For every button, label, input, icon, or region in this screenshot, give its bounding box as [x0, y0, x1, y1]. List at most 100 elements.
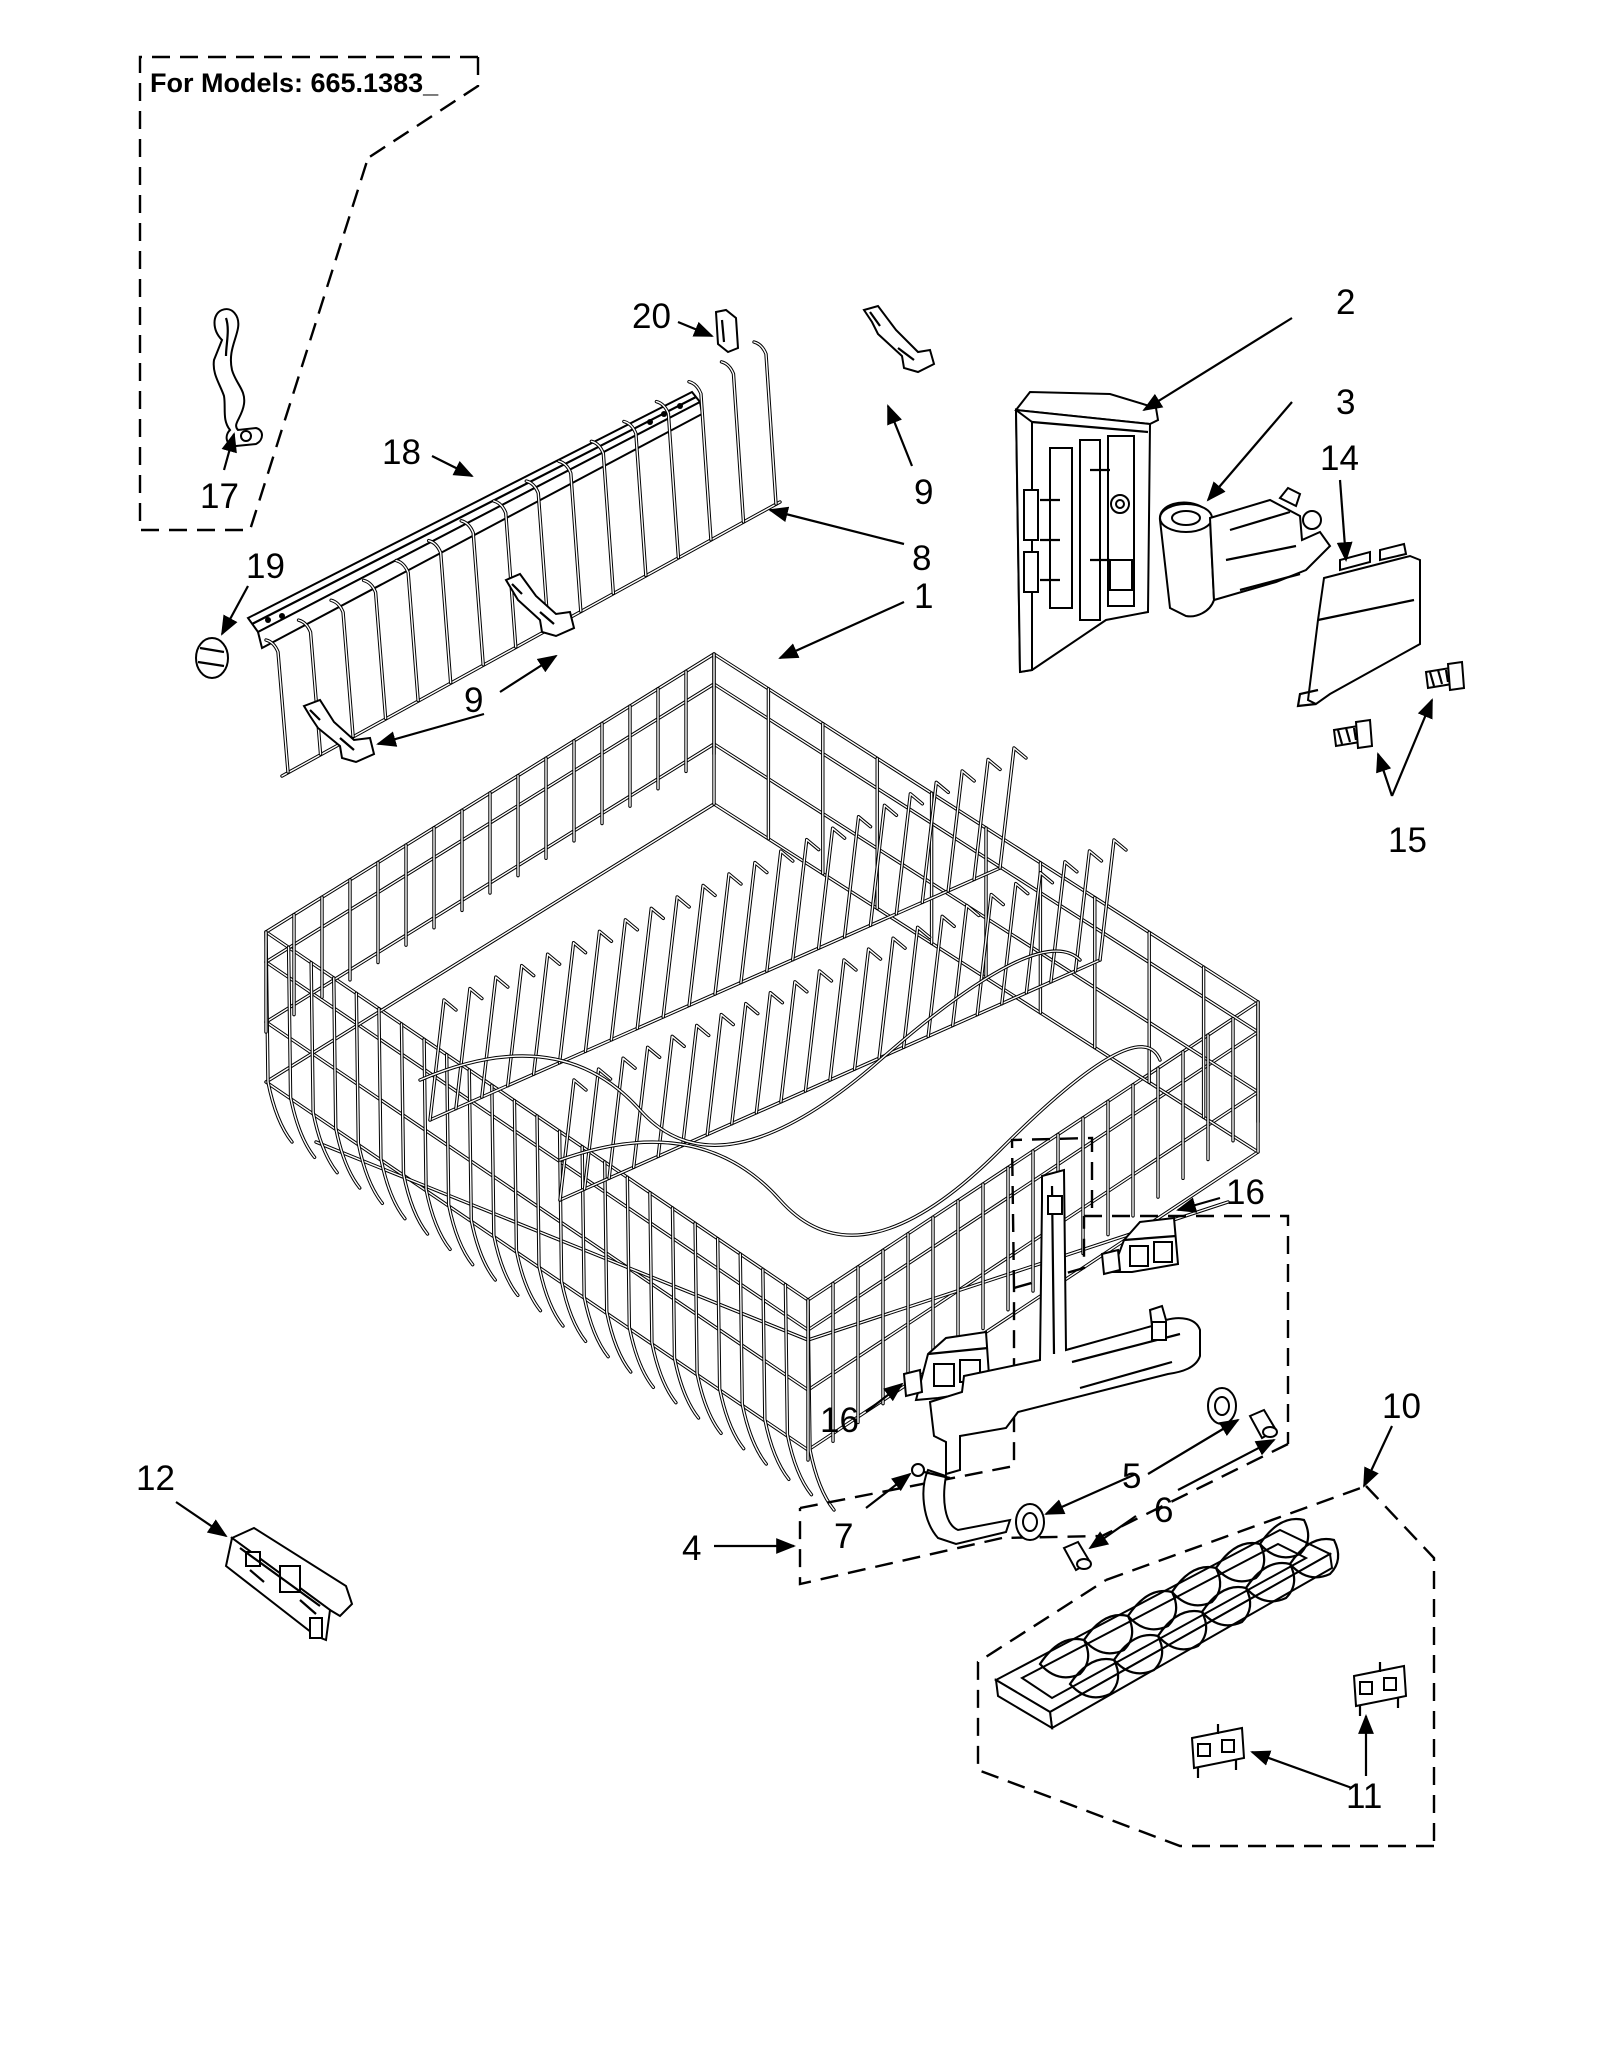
rack-tine: [607, 1056, 637, 1180]
tine: [688, 381, 712, 541]
rack-tine: [730, 1001, 760, 1126]
rack-vertical-front: [807, 1299, 835, 1511]
tray-cell: [1258, 1517, 1310, 1559]
part-16-clip-upper: [1100, 1216, 1180, 1276]
rack-tine: [740, 861, 768, 984]
leader-5-b: [1044, 1472, 1137, 1516]
tray-cell: [1068, 1657, 1120, 1699]
rack-tine: [895, 793, 924, 915]
rack-tine: [999, 747, 1027, 869]
rack-tine: [687, 883, 717, 1008]
part-8-tine-row: [264, 340, 782, 778]
tine: [395, 559, 419, 702]
callout-10: 10: [1382, 1387, 1421, 1426]
model-variant-box: For Models: 665.1383_: [138, 55, 480, 532]
tray-cell: [1214, 1541, 1266, 1583]
rack-tine: [766, 850, 794, 972]
leader-11-a: [1250, 1750, 1353, 1790]
part-9-clip-mid: [504, 572, 576, 638]
tine: [265, 639, 289, 773]
rack-tine: [878, 937, 906, 1059]
tine: [623, 420, 647, 577]
rack-tine: [973, 758, 1001, 881]
tine: [361, 578, 388, 721]
tine: [753, 341, 777, 505]
tine: [297, 619, 322, 755]
part-4-adjuster-track: [922, 1168, 1201, 1546]
rack-tine: [557, 941, 588, 1065]
rack-tine: [927, 915, 955, 1038]
tine: [394, 558, 420, 703]
rack-tine: [902, 926, 931, 1048]
rack-vertical-front: [536, 1115, 564, 1327]
rack-vertical-front: [445, 1053, 474, 1266]
callout-5: 5: [1122, 1457, 1141, 1496]
part-12-bracket: [224, 1526, 354, 1642]
part-6-axle-upper: [1248, 1408, 1278, 1440]
leader-15-b: [1376, 752, 1394, 797]
callout-2: 2: [1336, 283, 1355, 322]
rack-tine: [869, 804, 898, 926]
rack-tine: [1099, 839, 1127, 961]
part-6-axle-lower: [1062, 1540, 1092, 1572]
rack-vertical-front: [468, 1069, 496, 1281]
part-20-cap: [714, 308, 740, 354]
rack-tine: [714, 873, 742, 995]
rack-tine: [1050, 861, 1078, 983]
tine: [493, 500, 517, 648]
leader-14: [1336, 479, 1353, 562]
rack-tine: [713, 872, 743, 996]
callout-8: 8: [912, 539, 931, 578]
rack-tine: [952, 904, 980, 1027]
tray-cell: [1244, 1561, 1296, 1603]
rack-tine: [681, 1023, 711, 1148]
callout-20: 20: [632, 297, 671, 336]
leader-12: [175, 1501, 228, 1538]
tine: [752, 340, 778, 506]
tine: [590, 440, 615, 595]
callout-17: 17: [200, 477, 239, 516]
part-9-clip-top: [862, 304, 936, 374]
tine: [427, 539, 452, 684]
part-5-wheel-lower: [1015, 1503, 1045, 1541]
tine: [329, 598, 355, 738]
rack-support-wave: [559, 1046, 1161, 1236]
rack-tine: [853, 948, 882, 1070]
tine-row-base: [281, 501, 781, 777]
leader-6-a: [1177, 1439, 1276, 1491]
tray-cell: [1156, 1609, 1208, 1651]
rack-tine: [829, 959, 857, 1081]
tine: [525, 480, 549, 630]
rack-tine: [481, 976, 509, 1098]
tray-cell: [1126, 1589, 1178, 1631]
rack-tray-box: [976, 1484, 1436, 1848]
rack-vertical-front: [739, 1253, 767, 1465]
rack-tine: [946, 769, 976, 893]
rack-tine: [780, 981, 808, 1103]
callout-9-low: 9: [464, 681, 483, 720]
rack-vertical-front: [355, 992, 384, 1205]
rack-tine: [976, 893, 1004, 1016]
callout-7: 7: [834, 1517, 853, 1556]
part-3-adjuster-handle: [1158, 486, 1332, 618]
part-18-rack-rail: [246, 390, 704, 650]
rack-tine: [842, 815, 873, 939]
rack-tine: [792, 838, 820, 961]
leader-lines: [175, 317, 1434, 1790]
rack-vertical-front: [491, 1084, 519, 1297]
rack-tine: [609, 918, 640, 1042]
rack-vertical-front: [762, 1268, 790, 1481]
part-2-adjuster-housing: [1014, 390, 1160, 674]
leader-5-a: [1147, 1418, 1240, 1475]
part-5-wheel-upper: [1207, 1387, 1237, 1425]
tine: [459, 519, 485, 667]
rack-tine: [661, 895, 691, 1019]
rack-tine: [582, 1067, 613, 1191]
rack-tine: [635, 906, 665, 1031]
part-14-cover: [1296, 542, 1421, 708]
tine: [460, 520, 484, 666]
rack-tine: [610, 919, 639, 1041]
rack-tine: [1098, 838, 1128, 962]
rack-vertical-front: [513, 1099, 542, 1312]
